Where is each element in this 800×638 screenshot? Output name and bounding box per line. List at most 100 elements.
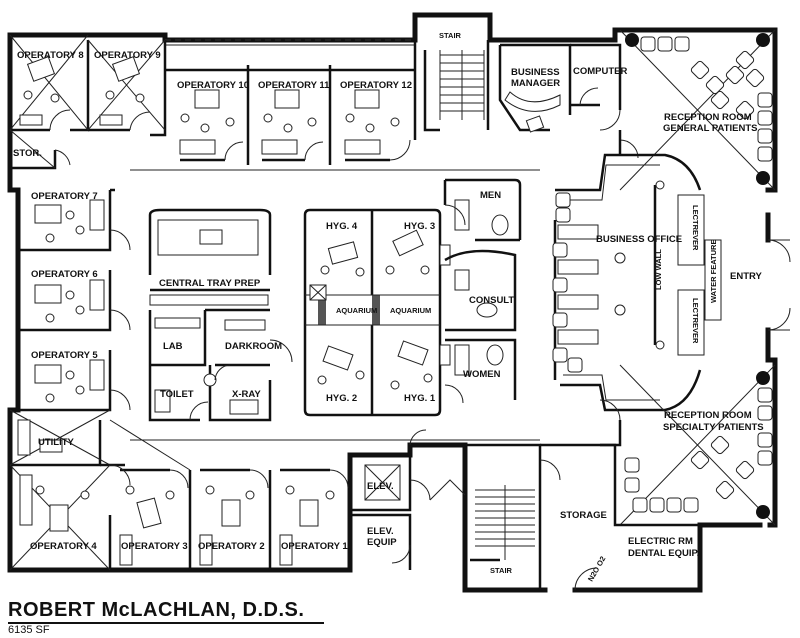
plan-title: ROBERT McLACHLAN, D.D.S.: [8, 599, 305, 621]
reception-general: [618, 29, 776, 191]
label-operatory-6: OPERATORY 6: [31, 269, 98, 280]
chair-symbol: [710, 90, 730, 110]
chair-symbol: [657, 36, 673, 52]
label-lectrever-top: LECTREVER: [691, 205, 700, 251]
stair-storage-electric: [465, 443, 700, 591]
chair-symbol: [674, 36, 690, 52]
label-toilet: TOILET: [160, 389, 194, 400]
label-low-wall: LOW WALL: [654, 249, 663, 290]
chair-symbol: [757, 92, 773, 108]
title-underline: [8, 622, 324, 624]
label-operatory-11: OPERATORY 11: [258, 80, 330, 91]
chair-symbol: [555, 207, 571, 223]
label-operatory-4: OPERATORY 4: [30, 541, 97, 552]
label-reception-specialty-1: RECEPTION ROOM: [664, 410, 752, 421]
label-utility: UTILITY: [38, 437, 75, 448]
label-elev-equip-1: ELEV.: [367, 526, 394, 537]
label-hyg-1: HYG. 1: [404, 393, 436, 404]
label-business-office: BUSINESS OFFICE: [596, 234, 682, 245]
label-consult: CONSULT: [469, 295, 514, 306]
label-hyg-2: HYG. 2: [326, 393, 357, 404]
label-x-ray: X-RAY: [232, 389, 261, 400]
central-core: [148, 208, 293, 422]
label-men: MEN: [480, 190, 501, 201]
exterior-walls: [7, 12, 778, 593]
label-darkroom: DARKROOM: [225, 341, 282, 352]
label-central-tray-prep: CENTRAL TRAY PREP: [159, 278, 261, 289]
chair-symbol: [715, 480, 735, 500]
label-operatory-12: OPERATORY 12: [340, 80, 412, 91]
label-operatory-7: OPERATORY 7: [31, 191, 98, 202]
chair-symbol: [552, 347, 568, 363]
label-aquarium-left: AQUARIUM: [336, 306, 377, 315]
chair-symbol: [735, 100, 755, 120]
chair-symbol: [757, 432, 773, 448]
label-women: WOMEN: [463, 369, 501, 380]
reception-specialty: [599, 364, 776, 526]
corridor-lines: [130, 169, 540, 501]
chair-symbol: [683, 497, 699, 513]
chair-symbol: [632, 497, 648, 513]
business-manager-office: [498, 43, 622, 133]
label-entry: ENTRY: [730, 271, 763, 282]
label-aquarium-right: AQUARIUM: [390, 306, 431, 315]
chair-symbol: [552, 277, 568, 293]
chair-symbol: [555, 192, 571, 208]
chair-symbol: [725, 65, 745, 85]
label-lectrever-bottom: LECTREVER: [691, 298, 700, 344]
label-elev: ELEV.: [367, 481, 394, 492]
operatories-5-7: [18, 188, 131, 412]
label-stair-top: STAIR: [439, 31, 462, 40]
operatories-10-12: [165, 40, 417, 165]
label-business-manager-2: MANAGER: [511, 78, 560, 89]
chair-symbol: [552, 312, 568, 328]
chair-symbol: [567, 357, 583, 373]
restrooms-consult: [443, 178, 522, 404]
chair-symbol: [757, 146, 773, 162]
chair-symbol: [757, 128, 773, 144]
label-operatory-9: OPERATORY 9: [94, 50, 161, 61]
label-computer: COMPUTER: [573, 66, 628, 77]
label-water-feature: WATER FEATURE: [709, 240, 718, 303]
chair-symbol: [757, 405, 773, 421]
chair-symbol: [757, 110, 773, 126]
chair-symbol: [690, 60, 710, 80]
hygiene-rooms: [303, 208, 451, 417]
label-operatory-1: OPERATORY 1: [281, 541, 348, 552]
label-hyg-3: HYG. 3: [404, 221, 435, 232]
chair-symbol: [649, 497, 665, 513]
chair-symbol: [690, 450, 710, 470]
label-storage: STORAGE: [560, 510, 607, 521]
chair-symbol: [705, 75, 725, 95]
elevator: [350, 453, 431, 570]
stair-top: [423, 40, 490, 132]
operatories-8-9: [9, 34, 167, 137]
business-office: [552, 153, 722, 412]
chair-symbol: [757, 387, 773, 403]
storage-closet: [9, 129, 71, 170]
chair-symbol: [710, 435, 730, 455]
label-reception-general-2: GENERAL PATIENTS: [663, 123, 757, 134]
label-stor: STOR.: [13, 148, 42, 159]
chair-symbol: [735, 50, 755, 70]
chair-symbol: [735, 460, 755, 480]
label-operatory-5: OPERATORY 5: [31, 350, 98, 361]
floor-area: 6135 SF: [8, 624, 50, 636]
label-operatory-3: OPERATORY 3: [121, 541, 188, 552]
label-hyg-4: HYG. 4: [326, 221, 358, 232]
chair-symbol: [640, 36, 656, 52]
label-elev-equip-2: EQUIP: [367, 537, 397, 548]
operatories-1-4: [9, 409, 349, 571]
label-business-manager-1: BUSINESS: [511, 67, 560, 78]
entry: [767, 239, 791, 331]
label-electric-rm-2: DENTAL EQUIP.: [628, 548, 699, 559]
chair-symbol: [745, 68, 765, 88]
label-lab: LAB: [163, 341, 183, 352]
chair-symbol: [666, 497, 682, 513]
label-reception-general-1: RECEPTION ROOM: [664, 112, 752, 123]
label-operatory-8: OPERATORY 8: [17, 50, 84, 61]
chair-symbol: [624, 477, 640, 493]
chair-symbol: [552, 242, 568, 258]
room-labels: OPERATORY 8 OPERATORY 9 OPERATORY 10 OPE…: [13, 31, 764, 583]
